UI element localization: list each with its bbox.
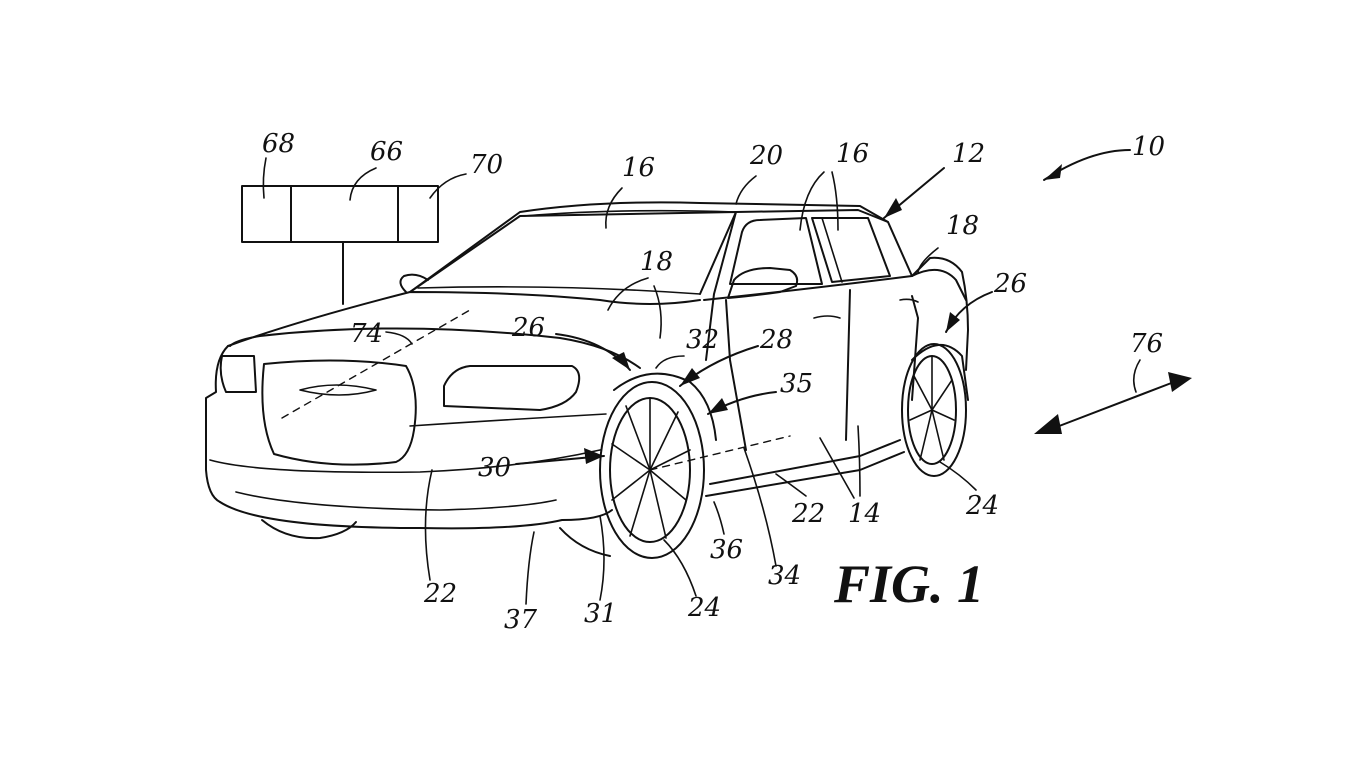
hood-front-edge [229, 327, 641, 369]
ref-74: 74 [350, 319, 383, 349]
front-side-window [729, 217, 823, 285]
front-door-handle [813, 315, 841, 319]
rear-side-window [811, 217, 891, 283]
roof-inner-line [523, 209, 737, 217]
front-door-leading-edge [725, 299, 747, 451]
centerline-74 [281, 309, 471, 419]
wheel-axis-line [649, 435, 791, 471]
bumper-crease [209, 449, 601, 474]
controller-box-outline [241, 185, 439, 243]
ref-18-front: 18 [640, 247, 673, 277]
ref-22-front: 22 [423, 579, 457, 609]
direction-arrow-leader [1132, 359, 1141, 393]
hood-ornament-mirror [399, 273, 429, 293]
ref-16-windshield: 16 [622, 153, 655, 183]
arrow-12-head [884, 198, 902, 218]
ref-37: 37 [504, 605, 538, 635]
rocker-lower [705, 451, 905, 497]
ref-35: 35 [780, 369, 813, 399]
windshield [409, 211, 737, 295]
direction-arrow-head-right [1168, 372, 1192, 392]
direction-arrow-76 [1034, 359, 1192, 434]
rear-door-edge [911, 295, 919, 401]
front-fascia [205, 345, 229, 503]
ref-20: 20 [749, 141, 783, 171]
beltline [703, 269, 967, 301]
direction-arrow-head-left [1034, 414, 1062, 434]
ref-36: 36 [710, 535, 743, 565]
ref-16-side: 16 [836, 139, 869, 169]
ref-32: 32 [686, 325, 719, 355]
rear-door-handle [899, 298, 919, 303]
rear-tire-outer [901, 343, 967, 477]
bumper-lower [219, 501, 613, 530]
leader-lines [262, 157, 977, 605]
ref-24-rear: 24 [965, 491, 999, 521]
ref-66: 66 [370, 137, 403, 167]
ref-18-rear: 18 [946, 211, 979, 241]
bumper-inner [235, 491, 557, 511]
cowl-line [417, 286, 701, 295]
ref-34: 34 [768, 561, 801, 591]
b-pillar-line [821, 217, 843, 283]
direction-arrow-shaft [1053, 381, 1175, 429]
arrow-leaders [515, 149, 1131, 465]
arrow-28-head [680, 368, 700, 386]
arrow-26-rear-head [946, 312, 960, 332]
ref-26-front: 26 [511, 313, 545, 343]
arrow-35-head [708, 398, 728, 414]
greenhouse [735, 209, 913, 277]
front-tire-outer [599, 381, 705, 559]
front-wheel-spokes [611, 397, 691, 539]
reference-numerals: 68 66 70 16 20 16 12 10 18 18 26 74 26 3… [262, 129, 1165, 635]
vehicle-drawing [205, 201, 969, 540]
front-left-tire [261, 519, 357, 540]
ref-24-front: 24 [687, 593, 721, 623]
ref-31: 31 [584, 599, 617, 629]
ref-10: 10 [1132, 132, 1165, 162]
hood-rear-edge [227, 291, 701, 347]
rear-wheel-spokes [909, 355, 955, 461]
ref-28: 28 [759, 325, 793, 355]
ref-30: 30 [478, 453, 511, 483]
rocker-upper [709, 439, 901, 485]
fender-crease [409, 413, 607, 427]
ref-70: 70 [470, 150, 503, 180]
front-tire-base [559, 527, 611, 557]
right-headlamp [443, 365, 581, 411]
door-seam [845, 289, 851, 441]
ref-12: 12 [952, 139, 985, 169]
ref-76: 76 [1130, 329, 1163, 359]
ref-68: 68 [262, 129, 295, 159]
left-headlamp [219, 355, 257, 393]
arrow-10-head [1044, 164, 1062, 180]
a-pillar [705, 211, 737, 361]
rear-wheel [901, 343, 969, 477]
arrow-30-head [584, 448, 604, 464]
figure-title: FIG. 1 [833, 554, 984, 614]
arrow-26-front-head [612, 352, 630, 370]
grille-emblem [299, 384, 377, 396]
rear-quarter [911, 256, 969, 371]
ref-26-rear: 26 [993, 269, 1027, 299]
control-unit-boxes [241, 185, 439, 305]
ref-22-side: 22 [791, 499, 825, 529]
grille [261, 359, 417, 466]
ref-14: 14 [848, 499, 881, 529]
front-wheel [559, 372, 717, 559]
